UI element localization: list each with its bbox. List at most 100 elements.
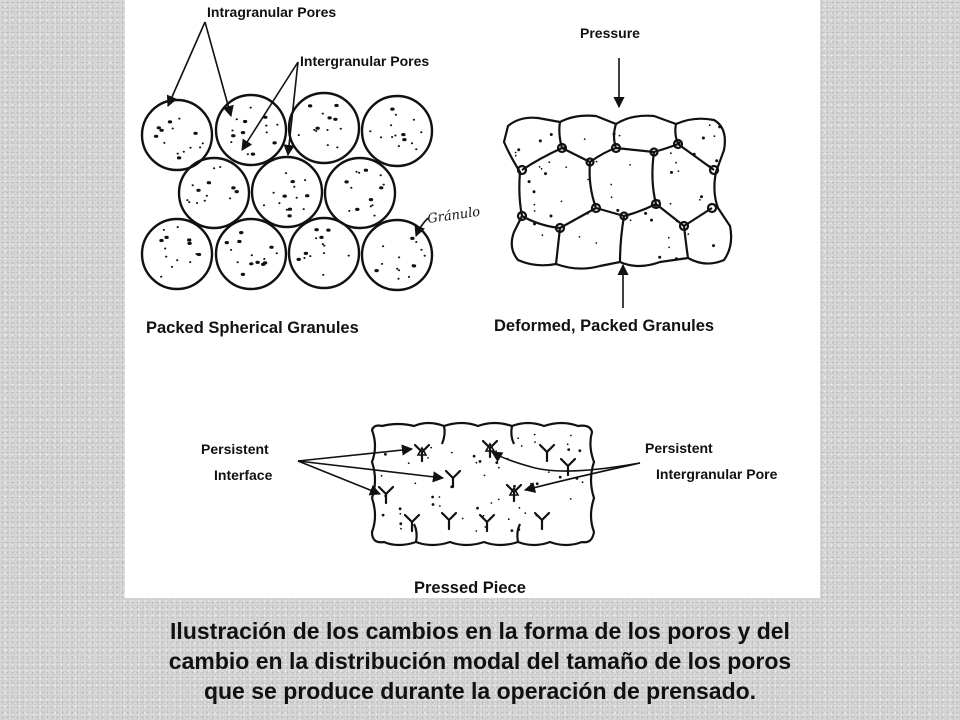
granule-arrow <box>414 217 429 238</box>
persistent-interface-label-line1: Persistent <box>201 441 269 457</box>
speckle <box>507 518 510 521</box>
speckle <box>668 246 670 249</box>
speckle <box>538 166 541 168</box>
speckle <box>669 202 672 205</box>
granule <box>214 93 288 167</box>
speckle <box>610 196 613 199</box>
persistent-pore-mark <box>416 446 428 456</box>
speckle <box>483 474 486 477</box>
speckle <box>544 172 547 176</box>
intragranular-pores-arrows <box>166 21 234 118</box>
granule <box>177 156 251 230</box>
speckle <box>495 461 499 464</box>
interface-y-mark <box>538 443 556 463</box>
speckle <box>400 527 402 530</box>
interface-y-mark <box>559 457 577 477</box>
speckle <box>583 138 586 141</box>
speckle <box>450 451 453 454</box>
speckle <box>565 166 568 169</box>
persistent-pore-mark <box>508 486 520 496</box>
interface-y-mark <box>533 511 551 531</box>
speckle <box>569 498 572 500</box>
pressed-piece-title: Pressed Piece <box>414 579 526 597</box>
speckle <box>527 180 531 184</box>
interface-y-mark <box>377 485 395 505</box>
speckle <box>698 198 701 201</box>
persistent-pore-label-line1: Persistent <box>645 440 713 456</box>
speckle <box>540 168 543 170</box>
speckle <box>560 200 563 203</box>
speckle <box>670 170 673 174</box>
speckle <box>548 161 551 164</box>
speckle <box>563 146 567 149</box>
deformed-granule-speckles <box>514 124 722 261</box>
speckle <box>667 236 670 239</box>
speckle <box>517 148 521 152</box>
speckle <box>472 454 476 458</box>
persistent-pore-arrows <box>491 451 641 493</box>
speckle <box>380 474 383 477</box>
speckle <box>692 152 696 156</box>
speckle <box>567 448 571 451</box>
speckle <box>616 208 620 212</box>
speckle <box>586 212 589 215</box>
speckle <box>398 507 402 511</box>
speckle <box>541 234 544 237</box>
speckle <box>658 255 662 259</box>
speckle <box>431 495 434 499</box>
speckle <box>533 433 536 436</box>
speckle <box>384 452 387 456</box>
caption: Ilustración de los cambios en la forma d… <box>60 616 900 706</box>
granule <box>287 216 361 290</box>
speckle <box>495 450 497 453</box>
granule <box>360 218 434 292</box>
pressed-piece-outline <box>370 421 596 547</box>
speckle <box>407 462 410 465</box>
speckle <box>482 514 485 517</box>
granule <box>250 155 324 229</box>
speckle <box>610 183 613 186</box>
interface-y-mark <box>403 513 421 533</box>
speckle <box>439 505 441 507</box>
speckle <box>381 513 385 517</box>
speckle <box>708 165 711 167</box>
speckle <box>644 211 648 215</box>
speckle <box>517 528 521 531</box>
speckle <box>517 437 519 440</box>
speckle <box>476 506 479 510</box>
speckle <box>549 214 553 218</box>
speckle <box>535 482 539 486</box>
speckle <box>587 178 589 181</box>
speckle <box>670 152 672 155</box>
speckle <box>533 210 536 212</box>
speckle <box>708 124 711 127</box>
speckle <box>658 199 661 202</box>
granule-label: Gránulo <box>426 205 481 227</box>
speckle <box>718 125 722 129</box>
speckle <box>399 512 402 515</box>
speckle <box>475 461 478 464</box>
interface-y-mark <box>478 513 496 533</box>
speckle <box>687 233 690 236</box>
speckle <box>518 506 521 509</box>
caption-line-1: Ilustración de los cambios en la forma d… <box>170 618 790 644</box>
speckle <box>566 443 569 446</box>
speckle <box>715 159 719 163</box>
speckle <box>581 481 584 484</box>
granule <box>287 91 361 165</box>
speckle <box>595 160 598 163</box>
speckle <box>547 471 550 473</box>
persistent-pore-mark <box>484 442 496 452</box>
speckle <box>629 219 632 222</box>
pressed-piece-interfaces <box>377 439 577 533</box>
speckle <box>700 195 703 199</box>
persistent-pore-label-line2: Intergranular Pore <box>656 466 778 482</box>
speckle <box>533 222 536 226</box>
speckle <box>461 517 464 520</box>
speckle <box>675 161 677 164</box>
caption-line-3: que se produce durante la operación de p… <box>203 678 757 704</box>
speckle <box>558 475 562 479</box>
speckle <box>534 441 536 443</box>
granule <box>214 217 288 291</box>
